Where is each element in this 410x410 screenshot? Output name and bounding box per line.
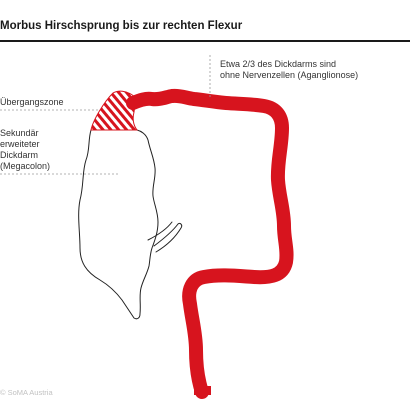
title-divider [0, 40, 410, 42]
label-megacolon-line-4: (Megacolon) [0, 161, 51, 171]
label-aganglionose-line-2: ohne Nervenzellen (Aganglionose) [220, 70, 359, 80]
label-aganglionose: Etwa 2/3 des Dickdarms sind ohne Nervenz… [220, 59, 358, 81]
transition-zone [90, 90, 138, 131]
aganglionic-colon [126, 88, 294, 399]
copyright-credit: © SoMA Austria [0, 388, 53, 397]
megacolon-outline [78, 129, 159, 320]
label-uebergangszone: Übergangszone [0, 97, 64, 107]
megacolon-loop [153, 222, 183, 253]
page-title: Morbus Hirschsprung bis zur rechten Flex… [0, 20, 243, 32]
label-aganglionose-line-1: Etwa 2/3 des Dickdarms sind [220, 59, 337, 69]
label-megacolon: Sekundär erweiteter Dickdarm (Megacolon) [0, 128, 50, 172]
rectum-end [194, 386, 211, 395]
label-megacolon-line-2: erweiteter [0, 139, 40, 149]
megacolon-loop-inner [147, 221, 173, 241]
label-megacolon-line-3: Dickdarm [0, 150, 39, 160]
label-megacolon-line-1: Sekundär [0, 128, 39, 138]
